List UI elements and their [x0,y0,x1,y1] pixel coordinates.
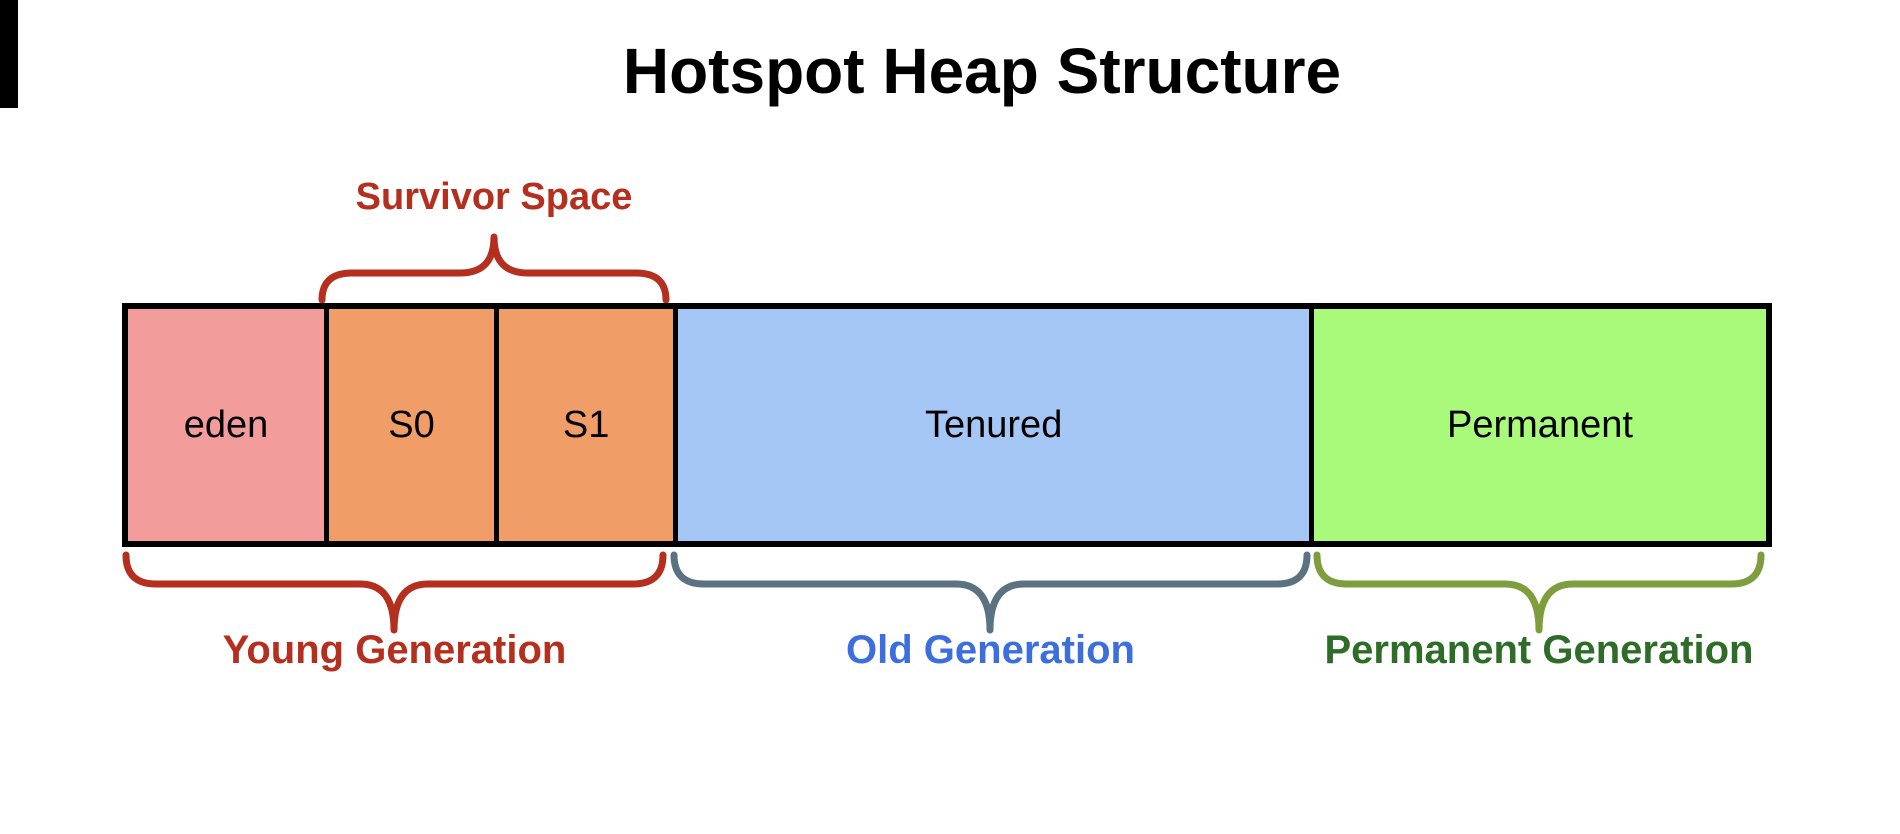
heap-section-permanent: Permanent [1308,309,1766,541]
survivor-space-brace-path [318,233,670,304]
young-generation-brace [122,551,667,634]
permanent-generation-label: Permanent Generation [1324,628,1754,672]
old-generation-label: Old Generation [846,628,1135,672]
permanent-generation-brace [1313,551,1765,634]
survivor-space-label: Survivor Space [355,176,633,218]
heap-section-label-tenured: Tenured [925,403,1063,446]
old-generation-brace [670,551,1311,634]
heap-section-s0: S0 [324,309,494,541]
permanent-generation-brace-path [1313,551,1765,634]
heap-section-s1: S1 [493,309,674,541]
survivor-space-brace [318,233,670,304]
heap-section-label-s1: S1 [562,403,610,446]
page-title: Hotspot Heap Structure [622,35,1342,107]
corner-black-bar [0,0,18,108]
heap-section-label-eden: eden [183,403,269,446]
heap-section-tenured: Tenured [673,309,1309,541]
young-generation-label: Young Generation [222,628,567,672]
heap-section-label-permanent: Permanent [1447,403,1633,446]
heap-section-label-s0: S0 [388,403,435,446]
young-generation-brace-path [122,551,667,634]
heap-bar: eden S0 S1 Tenured Permanent [122,303,1772,547]
old-generation-brace-path [670,551,1311,634]
heap-section-eden: eden [128,309,325,541]
